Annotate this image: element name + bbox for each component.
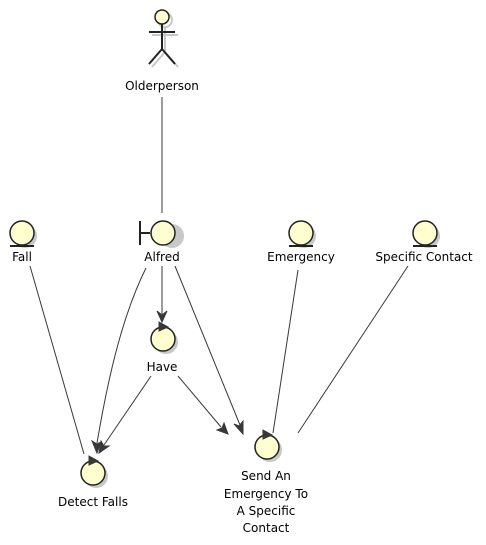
control-send-emergency: Send An Emergency To A Specific Contact bbox=[224, 429, 308, 535]
edge-emergency-send-emergency bbox=[272, 269, 299, 434]
control-label-line-3: A Specific bbox=[237, 504, 296, 518]
actor-icon bbox=[148, 9, 179, 68]
edge-specific-contact-send-emergency bbox=[297, 265, 409, 434]
arrowhead-have-detect-falls bbox=[98, 439, 111, 455]
control-label-line-4: Contact bbox=[243, 521, 290, 535]
boundary-icon bbox=[139, 220, 184, 248]
entity-label: Emergency bbox=[267, 250, 335, 264]
boundary-alfred: Alfred bbox=[139, 220, 184, 264]
edge-alfred-send-emergency bbox=[174, 265, 241, 426]
actor-label: Olderperson bbox=[125, 79, 199, 93]
control-have: Have bbox=[147, 321, 178, 374]
control-icon bbox=[254, 429, 282, 462]
edge-alfred-detect-falls bbox=[96, 267, 147, 444]
control-label: Detect Falls bbox=[58, 495, 128, 509]
entity-fall: Fall bbox=[9, 220, 37, 264]
boundary-label: Alfred bbox=[144, 250, 179, 264]
entity-icon bbox=[9, 220, 37, 248]
control-label-line-2: Emergency To bbox=[224, 487, 308, 501]
edge-have-detect-falls bbox=[103, 375, 152, 446]
control-icon bbox=[150, 321, 178, 354]
edges bbox=[29, 97, 409, 455]
control-detect-falls: Detect Falls bbox=[58, 455, 128, 509]
actor-olderperson: Olderperson bbox=[125, 9, 199, 93]
arrowhead-have-send-emergency bbox=[215, 421, 229, 435]
control-icon bbox=[80, 455, 108, 488]
entity-emergency: Emergency bbox=[267, 220, 335, 264]
arrowhead-alfred-have bbox=[156, 310, 168, 324]
edge-fall-detect-falls bbox=[29, 265, 85, 455]
entity-icon bbox=[412, 220, 440, 248]
entity-icon bbox=[288, 220, 316, 248]
entity-label: Fall bbox=[12, 250, 32, 264]
control-label: Have bbox=[147, 360, 178, 374]
entity-specific-contact: Specific Contact bbox=[375, 220, 473, 264]
arrowhead-alfred-detect-falls bbox=[90, 439, 102, 455]
entity-label: Specific Contact bbox=[375, 250, 473, 264]
edge-have-send-emergency bbox=[177, 375, 222, 428]
control-label-line-1: Send An bbox=[241, 469, 291, 483]
arrowhead-alfred-send-emergency bbox=[233, 419, 244, 436]
